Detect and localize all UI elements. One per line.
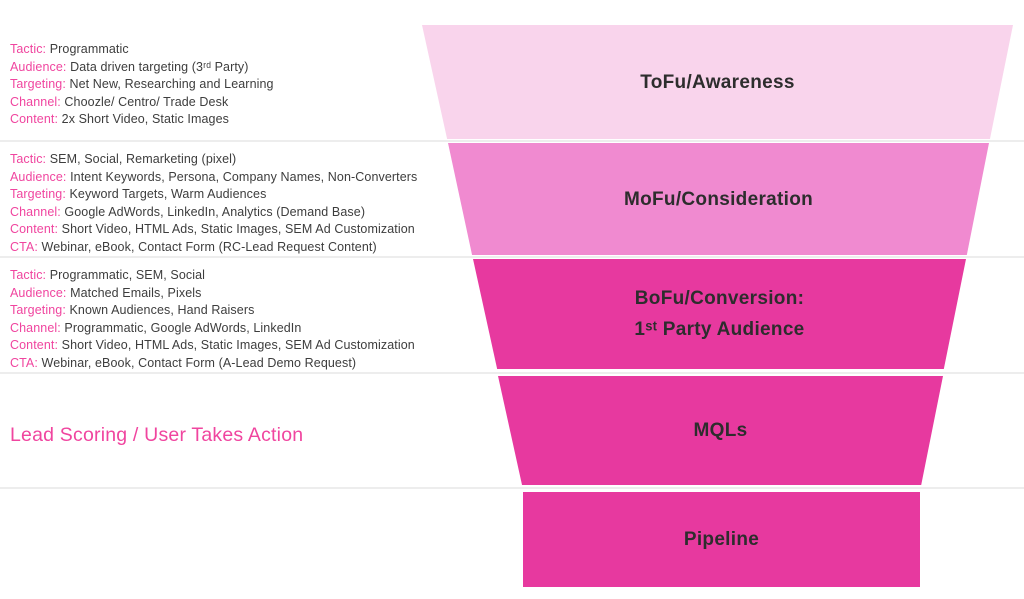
info-row-content: Content: Short Video, HTML Ads, Static I… bbox=[10, 221, 417, 239]
funnel-stage-pipeline: Pipeline bbox=[523, 492, 920, 587]
info-block-mofu: Tactic: SEM, Social, Remarketing (pixel)… bbox=[10, 151, 417, 256]
info-value: Webinar, eBook, Contact Form (A-Lead Dem… bbox=[41, 355, 357, 370]
info-value: Keyword Targets, Warm Audiences bbox=[69, 187, 267, 201]
divider-line-2 bbox=[0, 256, 1024, 258]
info-label: Targeting: bbox=[10, 303, 66, 317]
info-row-audience: Audience: Intent Keywords, Persona, Comp… bbox=[10, 169, 417, 187]
info-value: Programmatic bbox=[49, 42, 129, 56]
info-value: Intent Keywords, Persona, Company Names,… bbox=[70, 169, 418, 184]
funnel-stage-bofu: BoFu/Conversion: 1ˢᵗ Party Audience bbox=[473, 259, 966, 369]
info-row-content: Content: 2x Short Video, Static Images bbox=[10, 111, 274, 129]
funnel-stage-label: ToFu/Awareness bbox=[640, 71, 795, 93]
info-row-channel: Channel: Google AdWords, LinkedIn, Analy… bbox=[10, 204, 417, 222]
info-label: Content: bbox=[10, 338, 59, 352]
funnel-stage-label: MQLs bbox=[693, 420, 748, 441]
info-row-tactic: Tactic: SEM, Social, Remarketing (pixel) bbox=[10, 151, 417, 169]
funnel-stage-tofu: ToFu/Awareness bbox=[422, 25, 1013, 139]
funnel-stage-label: Pipeline bbox=[683, 529, 760, 550]
info-value: Choozle/ Centro/ Trade Desk bbox=[64, 94, 229, 109]
info-row-cta: CTA: Webinar, eBook, Contact Form (A-Lea… bbox=[10, 355, 415, 373]
info-row-targeting: Targeting: Known Audiences, Hand Raisers bbox=[10, 302, 415, 320]
info-value: Short Video, HTML Ads, Static Images, SE… bbox=[61, 222, 415, 236]
info-value: Matched Emails, Pixels bbox=[70, 285, 202, 300]
info-label: Channel: bbox=[10, 320, 61, 335]
info-value: Google AdWords, LinkedIn, Analytics (Dem… bbox=[64, 204, 366, 219]
info-label: CTA: bbox=[10, 239, 38, 254]
info-row-cta: CTA: Webinar, eBook, Contact Form (RC-Le… bbox=[10, 239, 417, 257]
info-row-tactic: Tactic: Programmatic, SEM, Social bbox=[10, 267, 415, 285]
info-value: Programmatic, Google AdWords, LinkedIn bbox=[64, 320, 302, 335]
info-row-channel: Channel: Programmatic, Google AdWords, L… bbox=[10, 320, 415, 338]
info-label: Targeting: bbox=[10, 187, 66, 201]
info-label: Content: bbox=[10, 222, 59, 236]
info-label: CTA: bbox=[10, 355, 38, 370]
funnel-stage-mofu: MoFu/Consideration bbox=[448, 143, 989, 255]
info-row-channel: Channel: Choozle/ Centro/ Trade Desk bbox=[10, 94, 274, 112]
info-label: Tactic: bbox=[10, 152, 47, 166]
info-value: Webinar, eBook, Contact Form (RC-Lead Re… bbox=[41, 239, 377, 254]
info-block-bofu: Tactic: Programmatic, SEM, Social Audien… bbox=[10, 267, 415, 372]
info-label: Targeting: bbox=[10, 77, 66, 91]
info-value: Data driven targeting (3ʳᵈ Party) bbox=[70, 59, 249, 74]
info-value: Net New, Researching and Learning bbox=[69, 77, 274, 91]
info-value: SEM, Social, Remarketing (pixel) bbox=[49, 152, 237, 166]
info-label: Channel: bbox=[10, 94, 61, 109]
info-block-tofu: Tactic: Programmatic Audience: Data driv… bbox=[10, 41, 274, 129]
info-row-content: Content: Short Video, HTML Ads, Static I… bbox=[10, 337, 415, 355]
funnel-stage-label: BoFu/Conversion: bbox=[634, 288, 805, 309]
info-label: Audience: bbox=[10, 169, 67, 184]
divider-line-1 bbox=[0, 140, 1024, 142]
info-row-targeting: Targeting: Keyword Targets, Warm Audienc… bbox=[10, 186, 417, 204]
funnel-stage-label-line2: 1ˢᵗ Party Audience bbox=[634, 319, 805, 340]
info-value: Known Audiences, Hand Raisers bbox=[69, 303, 255, 317]
info-row-targeting: Targeting: Net New, Researching and Lear… bbox=[10, 76, 274, 94]
info-value: 2x Short Video, Static Images bbox=[61, 112, 229, 126]
info-row-tactic: Tactic: Programmatic bbox=[10, 41, 274, 59]
funnel-stage-label: MoFu/Consideration bbox=[623, 188, 814, 210]
info-label: Tactic: bbox=[10, 42, 47, 56]
lead-scoring-caption: Lead Scoring / User Takes Action bbox=[10, 424, 304, 446]
info-row-audience: Audience: Data driven targeting (3ʳᵈ Par… bbox=[10, 59, 274, 77]
divider-line-3 bbox=[0, 372, 1024, 374]
info-value: Programmatic, SEM, Social bbox=[49, 268, 206, 282]
info-label: Tactic: bbox=[10, 268, 47, 282]
info-label: Audience: bbox=[10, 59, 67, 74]
divider-line-4 bbox=[0, 487, 1024, 489]
info-label: Channel: bbox=[10, 204, 61, 219]
info-row-audience: Audience: Matched Emails, Pixels bbox=[10, 285, 415, 303]
info-label: Audience: bbox=[10, 285, 67, 300]
funnel-stage-mqls: MQLs bbox=[498, 376, 943, 485]
info-label: Content: bbox=[10, 112, 59, 126]
info-value: Short Video, HTML Ads, Static Images, SE… bbox=[61, 338, 415, 352]
